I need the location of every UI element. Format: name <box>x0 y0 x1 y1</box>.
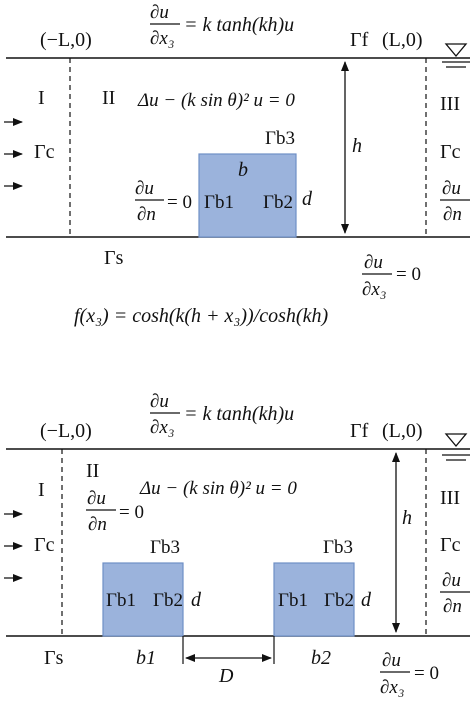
normal-bc-num: ∂u <box>135 178 154 199</box>
region-2-label: II <box>102 87 115 109</box>
right-gamma-b3-label: Γb3 <box>323 537 353 558</box>
bottom-bc-rhs: = 0 <box>414 663 439 684</box>
free-surface-bc-rhs: = k tanh(kh)u <box>184 403 294 425</box>
d-label: d <box>302 188 313 210</box>
left-gamma-b3-label: Γb3 <box>150 537 180 558</box>
right-point-label: (L,0) <box>382 420 423 442</box>
bottom-bc-den: ∂x₃ <box>380 677 404 698</box>
free-surface-bc-num: ∂u <box>150 391 169 412</box>
b-label: b <box>238 159 248 181</box>
left-obstacle <box>102 562 184 637</box>
left-gamma-b1-label: Γb1 <box>106 590 136 611</box>
gamma-c-left: Γc <box>34 141 55 163</box>
b1-label: b1 <box>136 647 156 669</box>
gamma-s-label: Γs <box>44 647 64 669</box>
left-point-label: (−L,0) <box>40 420 92 442</box>
gamma-c-left: Γc <box>34 534 55 556</box>
D-label: D <box>218 665 234 687</box>
b2-label: b2 <box>311 647 331 669</box>
normal-bc-den: ∂n <box>88 514 107 535</box>
right-d-label: d <box>361 589 372 611</box>
normal-bc-num: ∂u <box>87 488 106 509</box>
right-obstacle <box>273 562 355 637</box>
right-point-label: (L,0) <box>382 29 423 51</box>
region-2-label: II <box>86 460 99 482</box>
free-surface-bc-den: ∂x₃ <box>150 417 174 438</box>
gamma-c-right: Γc <box>440 534 461 556</box>
gamma-s-label: Γs <box>104 247 124 269</box>
free-surface-bc-den: ∂x₃ <box>150 28 174 49</box>
region-3-label: III <box>440 487 460 509</box>
gamma-b1-label: Γb1 <box>204 192 234 213</box>
right-bc-num: ∂u <box>442 178 461 199</box>
h-label: h <box>352 135 362 157</box>
region-1-label: I <box>38 87 45 109</box>
bottom-bc-num: ∂u <box>364 252 383 273</box>
free-surface-bc-num: ∂u <box>150 2 169 23</box>
left-point-label: (−L,0) <box>40 29 92 51</box>
bottom-bc-rhs: = 0 <box>396 264 421 285</box>
gamma-c-right: Γc <box>440 141 461 163</box>
free-surface-bc-rhs: = k tanh(kh)u <box>184 14 294 36</box>
panel-2: ∂u ∂x₃ = k tanh(kh)u (−L,0) Γf (L,0) I I… <box>4 391 470 698</box>
obstacle <box>198 153 297 238</box>
water-level-symbol <box>442 43 470 68</box>
normal-bc-rhs: = 0 <box>167 192 192 213</box>
panel-1: ∂u ∂x₃ = k tanh(kh)u (−L,0) Γf (L,0) I I… <box>4 2 470 327</box>
right-gamma-b2-label: Γb2 <box>324 590 354 611</box>
gamma-f-label: Γf <box>350 29 369 51</box>
helmholtz-equation: Δu − (k sin θ)² u = 0 <box>137 90 295 111</box>
left-d-label: d <box>191 589 202 611</box>
region-3-label: III <box>440 93 460 115</box>
vertical-profile-equation: f(x₃) = cosh(k(h + x₃))/cosh(kh) <box>74 305 328 327</box>
left-gamma-b2-label: Γb2 <box>153 590 183 611</box>
gamma-f-label: Γf <box>350 420 369 442</box>
bottom-bc-num: ∂u <box>382 650 401 671</box>
right-bc-den: ∂n <box>443 596 462 617</box>
right-bc-den: ∂n <box>443 204 462 225</box>
right-bc-num: ∂u <box>442 570 461 591</box>
helmholtz-equation: Δu − (k sin θ)² u = 0 <box>139 478 297 499</box>
normal-bc-den: ∂n <box>137 204 156 225</box>
h-label: h <box>402 507 412 529</box>
water-level-symbol <box>442 433 470 461</box>
gamma-b2-label: Γb2 <box>263 192 293 213</box>
right-gamma-b1-label: Γb1 <box>278 590 308 611</box>
normal-bc-rhs: = 0 <box>119 502 144 523</box>
gamma-b3-label: Γb3 <box>265 128 295 149</box>
bottom-bc-den: ∂x₃ <box>362 279 386 300</box>
region-1-label: I <box>38 479 45 501</box>
